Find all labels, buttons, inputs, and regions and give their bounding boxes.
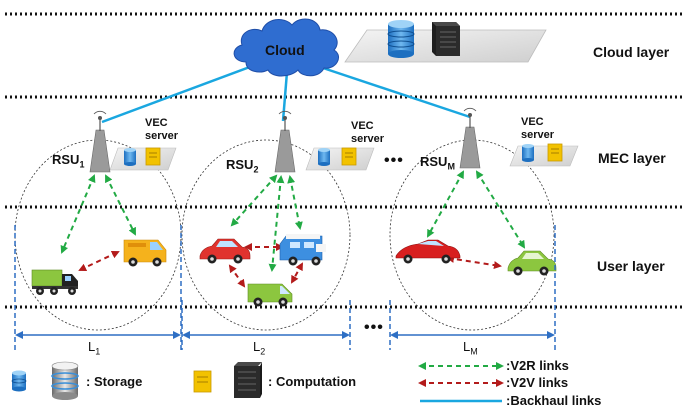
legend-link-lines xyxy=(418,362,504,403)
legend-small-storage-icon xyxy=(11,370,27,392)
legend-server-rack-icon xyxy=(234,362,262,398)
car-icon-green xyxy=(507,250,557,276)
legend-storage-icons xyxy=(11,361,79,400)
legend-database-icon xyxy=(51,361,79,400)
backhaul-link-1 xyxy=(101,63,256,124)
mec-computation-icon-m xyxy=(547,143,563,162)
v2v-link-1 xyxy=(78,250,120,272)
rsu-tower-1 xyxy=(89,110,111,173)
backhaul-link-2 xyxy=(281,71,289,122)
v2v-link-2c xyxy=(291,262,303,284)
cloud-layer-label: Cloud layer xyxy=(593,44,670,60)
mec-storage-icon-1 xyxy=(124,148,136,166)
v2r-link-1b xyxy=(105,174,136,236)
coverage-label-m: LM xyxy=(463,339,478,357)
legend-computation-label: : Computation xyxy=(268,374,357,389)
backhaul-links xyxy=(101,63,471,124)
mec-layer-label: MEC layer xyxy=(598,150,666,166)
v2r-link-2c xyxy=(287,175,303,230)
mec-server-1 xyxy=(109,147,177,171)
coverage-circle-2 xyxy=(181,139,351,331)
legend-storage-label: : Storage xyxy=(86,374,143,389)
mec-server-2 xyxy=(305,147,375,171)
van-icon-orange xyxy=(123,239,167,267)
v2v-link-2b xyxy=(228,264,246,288)
coverage-dimensions xyxy=(14,225,556,350)
backhaul-link-m xyxy=(313,63,471,119)
legend-v2v-label: :V2V links xyxy=(506,375,569,390)
car-icon-red xyxy=(199,238,251,264)
cloud-server-platform xyxy=(344,20,547,63)
camper-van-icon xyxy=(279,234,326,266)
v2r-link-2b xyxy=(268,175,285,272)
mec-storage-icon-2 xyxy=(318,148,330,166)
mec-computation-icon-1 xyxy=(145,147,161,166)
mec-server-m xyxy=(509,143,579,167)
cloud-storage-icon xyxy=(387,20,415,58)
rsu-tower-2 xyxy=(274,110,296,173)
sports-car-icon-red xyxy=(395,239,461,264)
coverage-label-2: L2 xyxy=(253,339,266,357)
v2r-link-1a xyxy=(60,174,96,254)
cloud-icon xyxy=(233,18,339,77)
van-icon-green xyxy=(247,283,293,307)
v2r-link-2a xyxy=(230,174,278,227)
legend-v2r-label: :V2R links xyxy=(506,358,569,373)
user-layer-label: User layer xyxy=(597,258,665,274)
v2r-links xyxy=(60,170,526,272)
legend-computation-icons xyxy=(193,362,262,398)
v2v-link-m xyxy=(446,254,502,270)
rsu-label-m: RSUM xyxy=(420,154,455,172)
rsu-label-1: RSU1 xyxy=(52,152,85,170)
coverage-circle-m xyxy=(389,139,555,331)
layer-separators xyxy=(5,12,685,309)
legend-backhaul-label: :Backhaul links xyxy=(506,393,602,408)
cloud-computation-icon xyxy=(432,22,460,56)
truck-icon xyxy=(31,269,78,295)
v2r-link-mb xyxy=(475,170,526,249)
legend-small-server-icon xyxy=(193,370,212,393)
mec-storage-icon-m xyxy=(522,144,534,162)
v2v-links xyxy=(78,243,502,288)
rsu-label-2: RSU2 xyxy=(226,157,259,175)
coverage-label-1: L1 xyxy=(88,339,101,357)
rsu-tower-m xyxy=(459,107,481,169)
v2r-link-ma xyxy=(427,170,464,238)
mec-computation-icon-2 xyxy=(341,147,357,166)
coverage-ellipsis: ••• xyxy=(364,319,384,336)
rsu-ellipsis: ••• xyxy=(384,152,404,169)
cloud-label: Cloud xyxy=(265,42,305,58)
